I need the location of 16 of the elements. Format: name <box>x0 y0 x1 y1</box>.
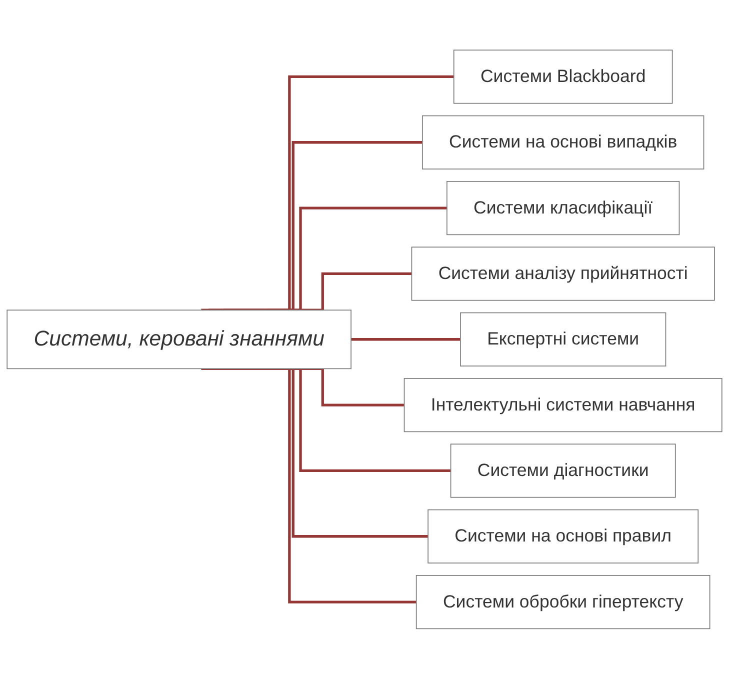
connector <box>351 338 460 341</box>
connector <box>208 141 422 312</box>
connector <box>201 76 454 312</box>
connector <box>201 367 416 604</box>
connector <box>268 272 412 312</box>
connector <box>223 206 447 312</box>
node-box: Системи, керовані знаннями <box>6 310 352 370</box>
node-box: Системи діагностики <box>450 444 676 498</box>
node-box: Системи класифікації <box>446 181 680 236</box>
node-box: Інтелектульні системи навчання <box>404 378 722 432</box>
node-box: Системи на основі випадків <box>422 115 704 170</box>
node-box: Системи аналізу прийнятності <box>411 246 715 301</box>
node-box: Системи Blackboard <box>453 50 673 104</box>
node-box: Системи на основі правил <box>428 509 699 564</box>
node-box: Системи обробки гіпертексту <box>416 575 710 630</box>
node-box: Експертні системи <box>460 312 666 367</box>
